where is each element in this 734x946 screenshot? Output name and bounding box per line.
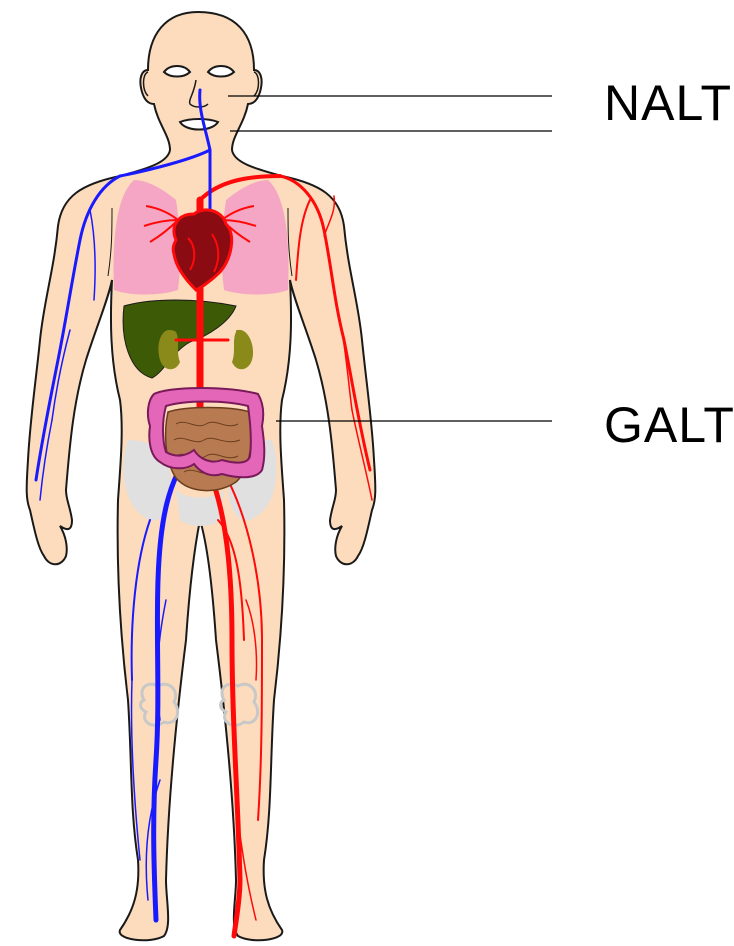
nalt-label: NALT bbox=[604, 78, 732, 128]
left-lung bbox=[114, 180, 181, 295]
galt-label: GALT bbox=[604, 400, 734, 450]
left-kidney bbox=[158, 330, 180, 369]
right-eye bbox=[208, 66, 234, 77]
left-eye bbox=[164, 66, 190, 77]
mouth bbox=[180, 119, 218, 130]
